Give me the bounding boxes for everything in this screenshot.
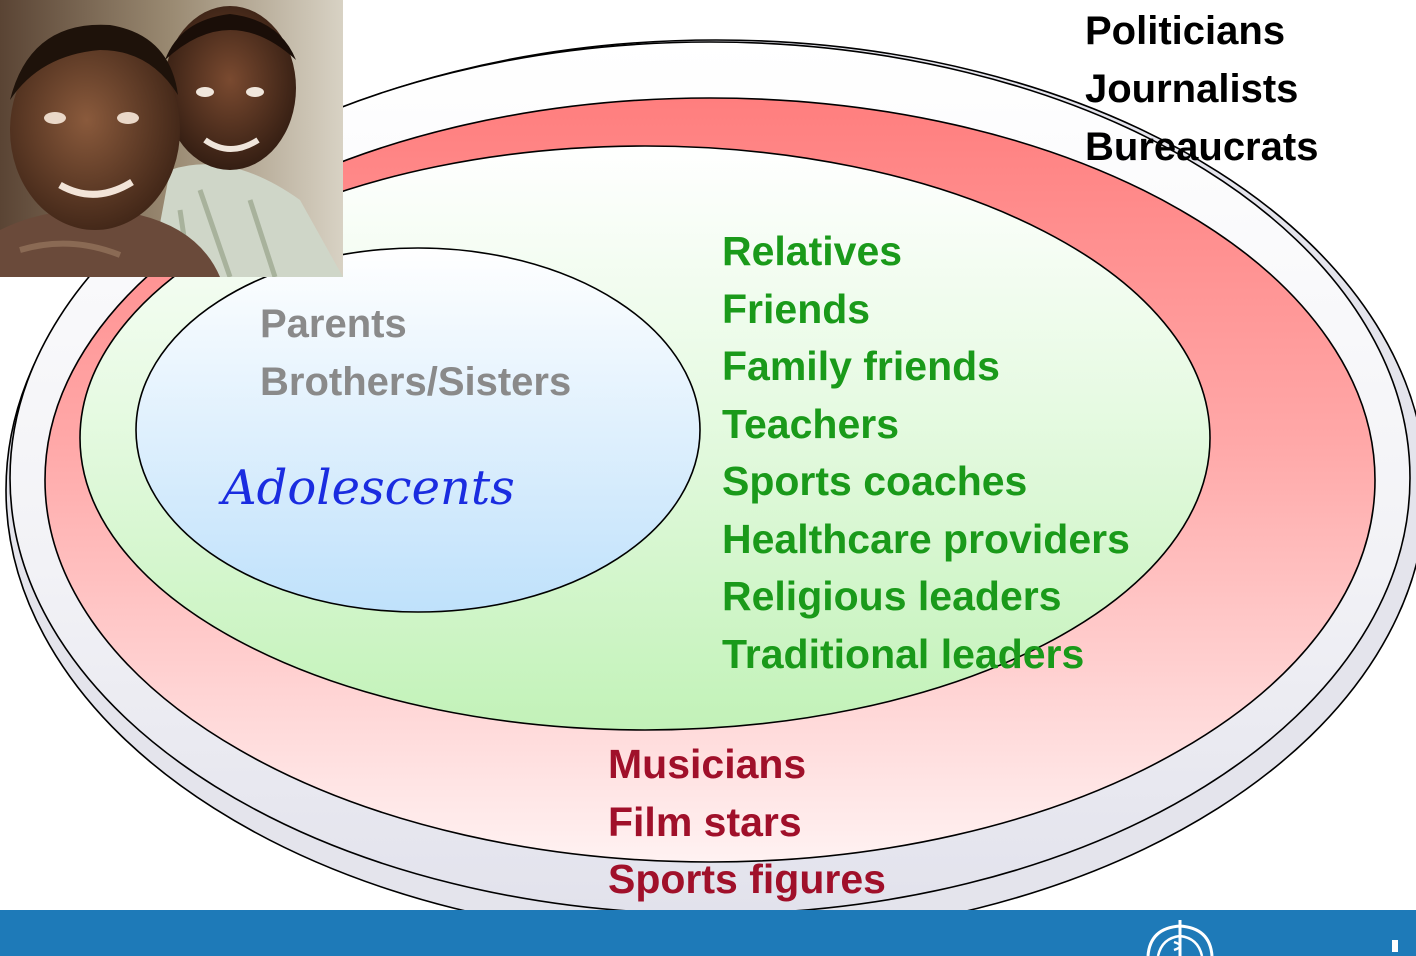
- green-label: Teachers: [722, 400, 900, 447]
- outer-label: Politicians: [1085, 9, 1286, 53]
- mother-and-son-photo: [0, 0, 343, 277]
- red-ring-labels: Musicians Film stars Sports figures: [608, 736, 886, 909]
- green-label: Relatives: [722, 228, 903, 274]
- footer-mark: [1392, 940, 1398, 952]
- who-emblem-icon: [1146, 920, 1214, 956]
- red-label: Film stars: [608, 798, 802, 845]
- green-label: Friends: [722, 285, 871, 332]
- photo-image: [0, 0, 343, 277]
- green-label: Healthcare providers: [722, 515, 1130, 562]
- inner-label: Parents: [260, 302, 407, 346]
- outer-label: Journalists: [1085, 67, 1299, 111]
- green-label: Sports coaches: [722, 458, 1028, 504]
- green-label: Religious leaders: [722, 573, 1062, 619]
- center-label: Adolescents: [222, 460, 515, 516]
- inner-ring-labels: Parents Brothers/Sisters: [260, 295, 571, 411]
- green-label: Family friends: [722, 343, 1000, 389]
- green-ring-labels: Relatives Friends Family friends Teacher…: [722, 223, 1130, 683]
- outer-label: Bureaucrats: [1085, 125, 1319, 169]
- outer-ring-labels: Politicians Journalists Bureaucrats: [1085, 2, 1318, 176]
- inner-label: Brothers/Sisters: [260, 360, 572, 404]
- red-label: Musicians: [608, 741, 807, 787]
- green-label: Traditional leaders: [722, 630, 1085, 677]
- inner-ring: [135, 247, 701, 613]
- red-label: Sports figures: [608, 856, 886, 902]
